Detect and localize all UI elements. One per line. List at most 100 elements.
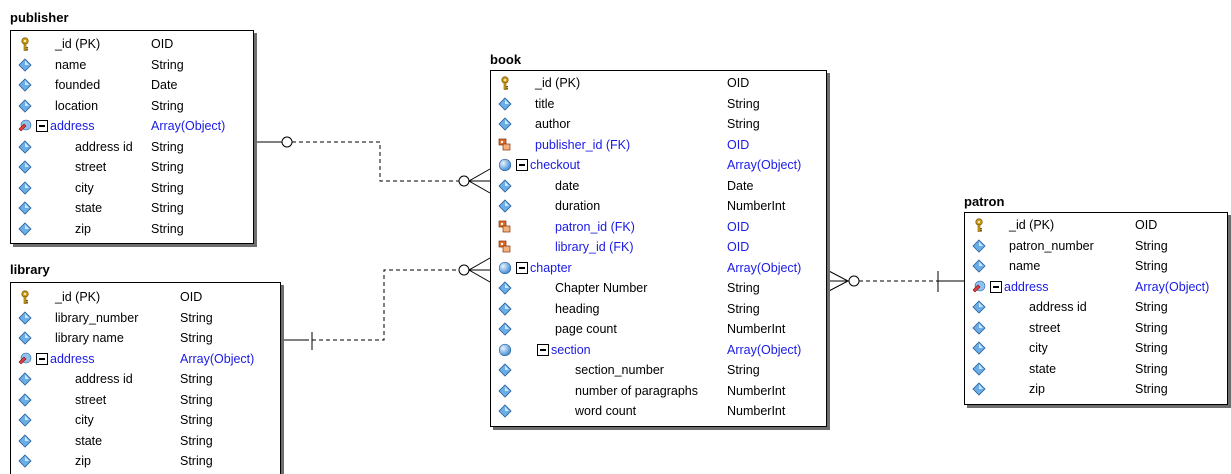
primary-key-icon	[18, 37, 32, 51]
field-row-id-pk[interactable]: _id (PK) OID	[11, 287, 280, 307]
attribute-diamond-icon	[18, 310, 32, 325]
entity-title: library	[10, 262, 50, 277]
field-name: address id	[1029, 300, 1087, 314]
field-type: String	[1135, 238, 1168, 253]
attribute-diamond-icon	[18, 180, 32, 195]
field-type: String	[727, 281, 760, 295]
field-row-patron-id-fk[interactable]: patron_id (FK)OID	[491, 217, 826, 237]
field-row-id-pk[interactable]: _id (PK)OID	[965, 215, 1227, 235]
foreign-key-icon	[498, 138, 512, 152]
primary-key-icon	[972, 218, 986, 232]
field-name: zip	[1029, 382, 1045, 396]
field-name: library_id (FK)	[555, 240, 634, 254]
field-type: Date	[151, 78, 178, 92]
field-type: String	[151, 221, 184, 236]
field-type: Array(Object)	[727, 342, 802, 357]
field-row-city[interactable]: city String	[11, 410, 280, 430]
field-type: String	[1135, 259, 1168, 273]
field-name: city	[75, 413, 94, 427]
field-row-id-pk[interactable]: _id (PK) OID	[11, 34, 253, 54]
field-type: String	[180, 372, 213, 386]
field-row-publisher-id-fk[interactable]: publisher_id (FK)OID	[491, 135, 826, 155]
field-name: street	[1029, 320, 1061, 335]
field-name: duration	[555, 199, 601, 213]
field-type: OID	[151, 37, 174, 51]
field-name: _id (PK)	[55, 37, 101, 51]
field-type: String	[151, 201, 184, 215]
attribute-diamond-icon	[972, 382, 986, 396]
collapse-toggle-icon[interactable]	[516, 159, 528, 171]
field-name: city	[75, 180, 94, 195]
collapse-toggle-icon[interactable]	[537, 343, 549, 356]
attribute-diamond-icon	[498, 281, 512, 295]
attribute-diamond-icon	[972, 300, 986, 314]
field-name: street	[75, 392, 107, 407]
array-object-icon	[18, 352, 32, 366]
field-row-library-id-fk[interactable]: library_id (FK)OID	[491, 237, 826, 257]
collapse-toggle-icon[interactable]	[516, 261, 528, 274]
field-type: OID	[727, 76, 750, 90]
field-type: String	[180, 413, 213, 427]
collapse-toggle-icon[interactable]	[36, 120, 48, 132]
field-name: address	[1004, 279, 1049, 294]
field-name: address	[50, 351, 95, 366]
entity-title: book	[490, 52, 522, 67]
field-name: zip	[75, 454, 91, 468]
collapse-toggle-icon[interactable]	[36, 352, 48, 365]
field-type: Array(Object)	[727, 158, 802, 172]
field-type: String	[151, 98, 184, 113]
attribute-diamond-icon	[498, 363, 512, 377]
field-type: OID	[1135, 218, 1158, 232]
attribute-diamond-icon	[498, 96, 512, 111]
attribute-diamond-icon	[972, 259, 986, 273]
collapse-toggle-icon[interactable]	[990, 280, 1002, 293]
field-type: OID	[180, 290, 203, 304]
field-type: String	[180, 331, 213, 345]
field-row-id-pk[interactable]: _id (PK)OID	[491, 73, 826, 93]
field-name: _id (PK)	[55, 290, 101, 304]
attribute-diamond-icon	[18, 98, 32, 113]
field-type: OID	[727, 219, 750, 234]
